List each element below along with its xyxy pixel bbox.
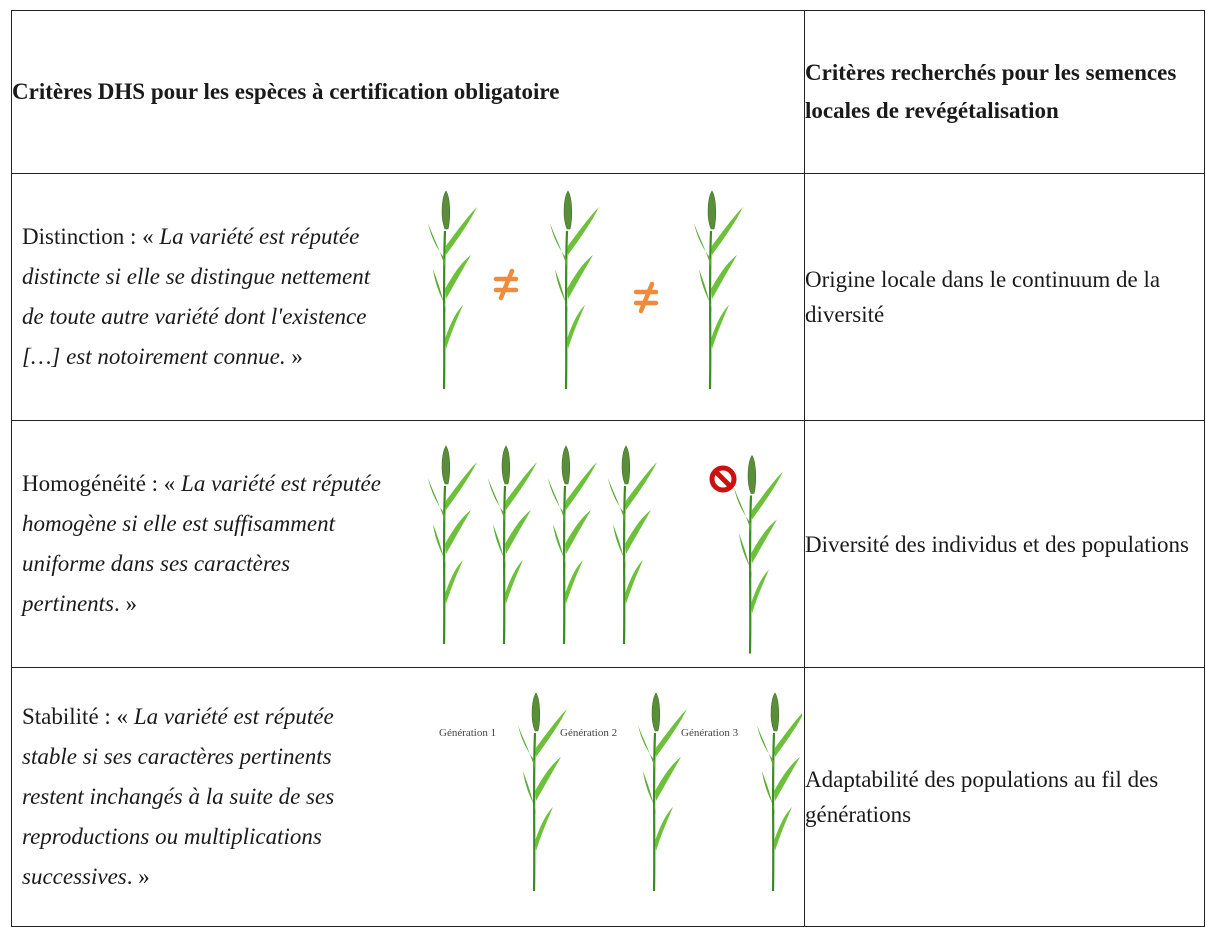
table-row-stability: Stabilité : « La variété est réputée sta… — [11, 667, 1205, 927]
distinction-text: Distinction : « La variété est réputée d… — [22, 224, 371, 369]
term-label: Stabilité — [22, 704, 99, 729]
term-label: Distinction — [22, 224, 125, 249]
definition-text: La variété est réputée distincte si elle… — [22, 224, 371, 369]
plant-image — [692, 189, 745, 389]
stability-local-criterion: Adaptabilité des populations au fil des … — [804, 667, 1205, 927]
stability-illustration: Génération 1 Génération 2 Génération 3 — [439, 691, 802, 893]
stability-text: Stabilité : « La variété est réputée sta… — [22, 704, 335, 889]
plant-image — [486, 444, 539, 646]
definition-text: La variété est réputée stable si ses car… — [22, 704, 335, 889]
generation-label: Génération 2 — [560, 727, 617, 739]
plant-image — [755, 691, 802, 893]
stability-cell: Stabilité : « La variété est réputée sta… — [11, 667, 805, 927]
header-local-seeds-criteria: Critères recherchés pour les semences lo… — [804, 10, 1205, 174]
not-equal-icon — [493, 268, 519, 301]
prohibited-icon — [709, 465, 737, 493]
table-row-distinction: Distinction : « La variété est réputée d… — [11, 173, 1205, 421]
generation-label: Génération 1 — [439, 727, 496, 739]
plant-image — [548, 189, 601, 389]
plant-image — [546, 444, 599, 646]
table-row-homogeneity: Homogénéité : « La variété est réputée h… — [11, 420, 1205, 668]
term-label: Homogénéité — [22, 471, 146, 496]
dhs-criteria-table: Critères DHS pour les espèces à certific… — [11, 10, 1205, 927]
header-dhs-criteria: Critères DHS pour les espèces à certific… — [11, 10, 805, 174]
plant-image — [636, 691, 689, 893]
generation-label: Génération 3 — [681, 727, 739, 739]
plant-image — [606, 444, 659, 646]
distinction-local-criterion: Origine locale dans le continuum de la d… — [804, 173, 1205, 421]
distinction-cell: Distinction : « La variété est réputée d… — [11, 173, 805, 421]
homogeneity-text: Homogénéité : « La variété est réputée h… — [22, 471, 381, 616]
distinction-illustration — [426, 189, 745, 389]
definition-text: La variété est réputée homogène si elle … — [22, 471, 381, 616]
plant-image — [426, 189, 479, 389]
table-header-row: Critères DHS pour les espèces à certific… — [11, 10, 1205, 174]
plant-image — [732, 454, 785, 655]
homogeneity-cell: Homogénéité : « La variété est réputée h… — [11, 420, 805, 668]
plant-image — [516, 691, 569, 893]
plant-image — [426, 444, 479, 646]
homogeneity-illustration — [426, 444, 785, 655]
homogeneity-local-criterion: Diversité des individus et des populatio… — [804, 420, 1205, 668]
not-equal-icon — [633, 281, 659, 314]
